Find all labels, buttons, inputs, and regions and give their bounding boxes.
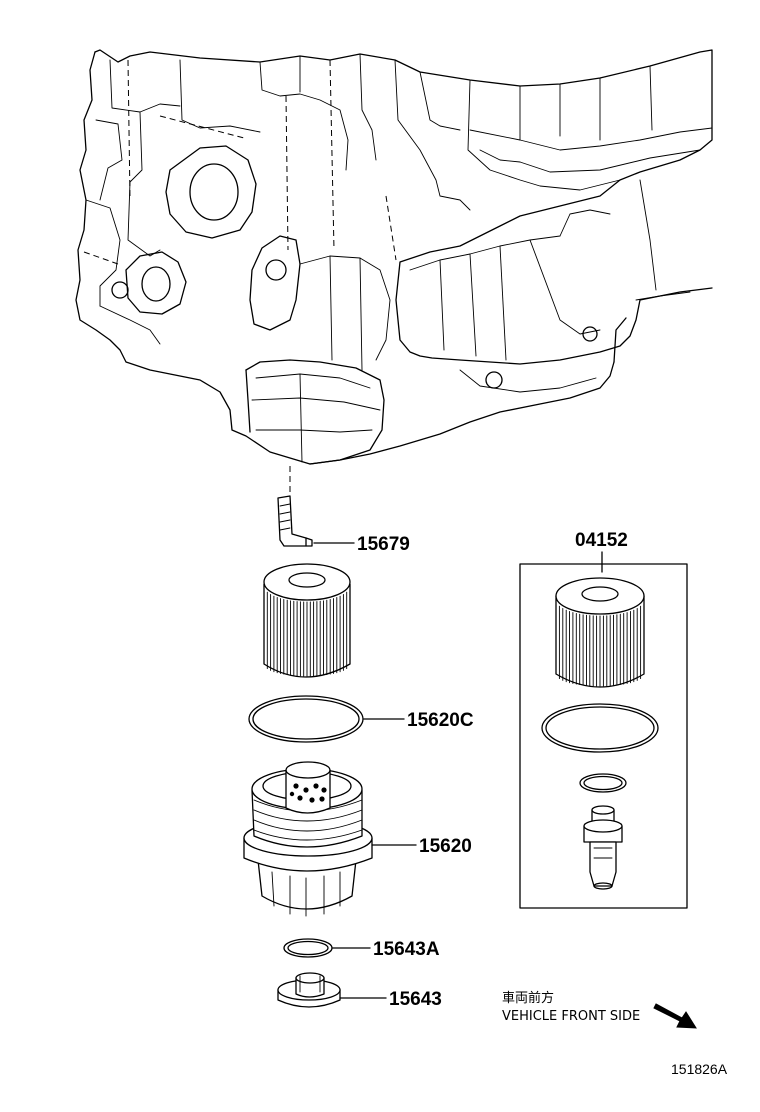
drain-plug-icon — [583, 805, 623, 890]
o-ring-icon — [248, 695, 364, 743]
part-number-15643: 15643 — [389, 989, 442, 1010]
oil-filter-cap-icon — [243, 761, 373, 917]
kit-04152-box — [519, 563, 688, 909]
illustration-id: 151826A — [671, 1061, 728, 1077]
part-number-04152: 04152 — [575, 530, 628, 551]
o-ring-icon — [283, 938, 333, 958]
union-pipe-icon — [277, 495, 313, 547]
direction-note-english: VEHICLE FRONT SIDE — [502, 1009, 640, 1024]
arrow-down-right-icon — [653, 1003, 697, 1029]
oil-filter-element-icon — [555, 577, 645, 688]
part-number-15679: 15679 — [357, 534, 410, 555]
o-ring-icon — [579, 773, 627, 793]
part-number-15620: 15620 — [419, 836, 472, 857]
o-ring-icon — [541, 703, 659, 753]
engine-block-icon — [75, 49, 713, 465]
part-number-15643a: 15643A — [373, 939, 440, 960]
part-number-15620c: 15620C — [407, 710, 474, 731]
direction-note-japanese: 車両前方 — [502, 990, 554, 1006]
drain-plug-icon — [277, 972, 341, 1008]
oil-filter-element-icon — [263, 563, 351, 678]
